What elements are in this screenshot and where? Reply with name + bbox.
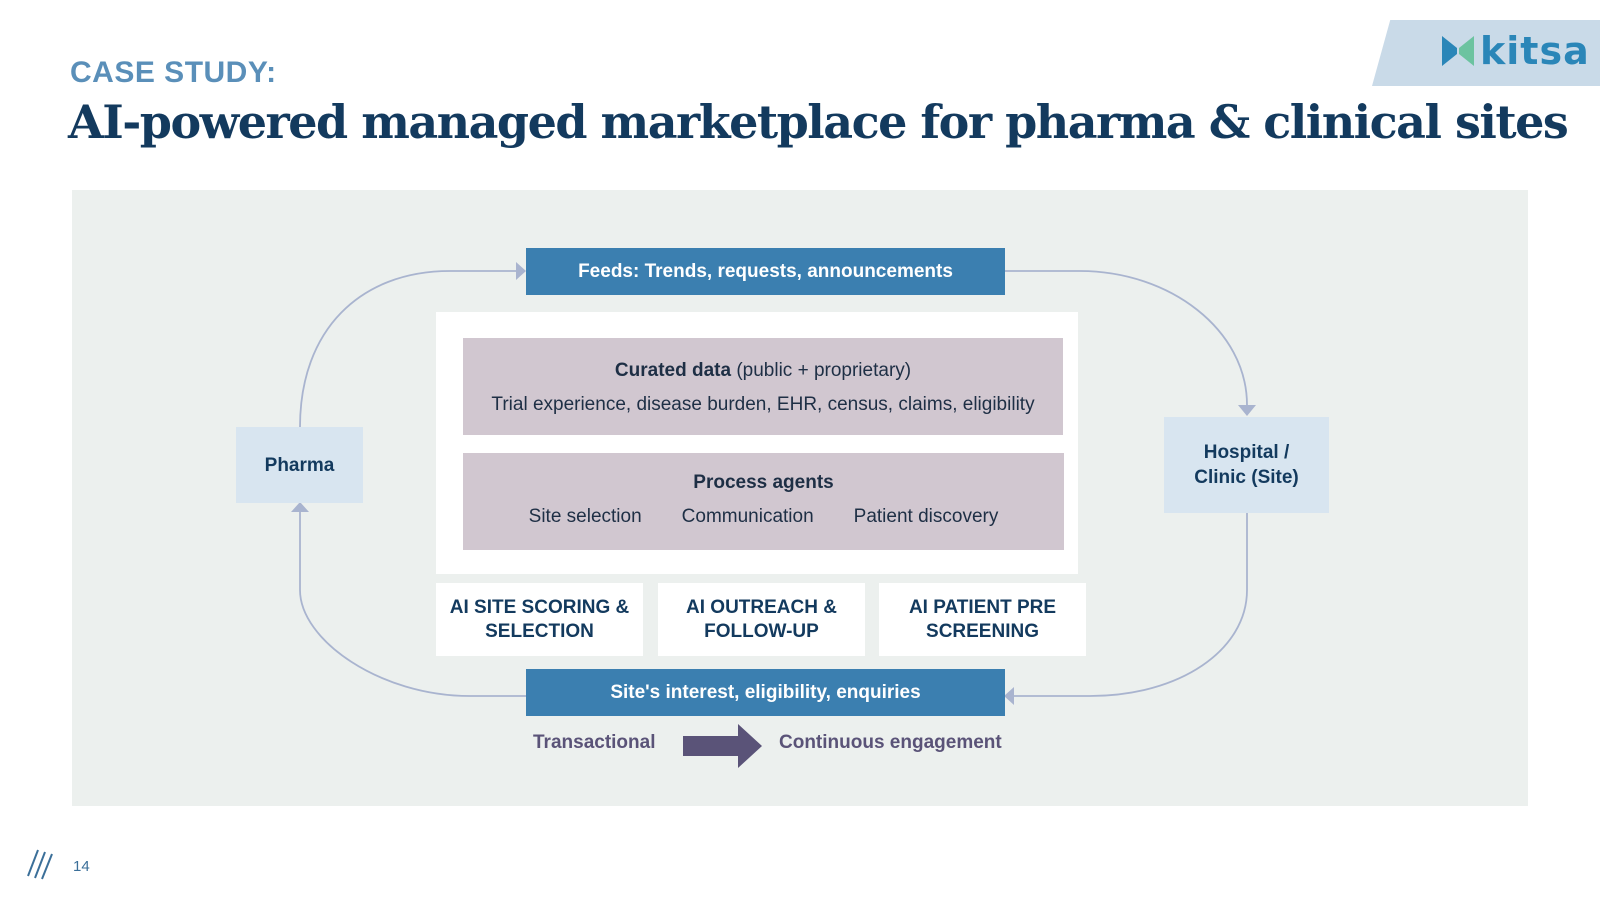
continuous-engagement-label: Continuous engagement [779,732,1002,753]
process-agents-box: Process agents Site selection Communicat… [463,453,1064,550]
connector-feeds-to-hospital [1005,270,1248,406]
process-agents-title: Process agents [693,472,834,493]
curated-data-heading: Curated data (public + proprietary) [463,360,1063,382]
connector-bottom-to-pharma [299,512,526,697]
slide-title: AI-powered managed marketplace for pharm… [68,95,1569,149]
curated-data-qualifier: (public + proprietary) [731,360,912,381]
agent-patient-discovery: Patient discovery [853,506,999,527]
capability-line: SELECTION [485,620,594,642]
hospital-label-line2: Clinic (Site) [1194,467,1299,488]
curated-data-title: Curated data [614,360,732,381]
connector-pharma-to-feeds [299,270,516,428]
capability-prescreening: AI PATIENT PRE SCREENING [879,583,1086,656]
capability-line: FOLLOW-UP [704,620,819,642]
kitsa-wordmark: kitsa [1480,29,1590,73]
capability-line: AI OUTREACH & [686,596,837,618]
hospital-label-line1: Hospital / [1203,442,1290,463]
transition-arrow-icon [683,724,762,768]
logo-tab [1372,20,1600,86]
transactional-label: Transactional [533,732,656,753]
arrowhead-down-icon [1238,405,1256,416]
capability-outreach: AI OUTREACH & FOLLOW-UP [658,583,865,656]
process-agents-list: Site selection Communication Patient dis… [463,506,1064,528]
hospital-node: Hospital / Clinic (Site) [1164,417,1329,513]
enquiries-bar: Site's interest, eligibility, enquiries [526,669,1005,716]
capability-site-scoring: AI SITE SCORING & SELECTION [436,583,643,656]
feeds-bar: Feeds: Trends, requests, announcements [526,248,1005,295]
kitsa-bowtie-icon [1442,36,1474,66]
kitsa-logo: kitsa [1442,28,1590,74]
arrowhead-right-icon [516,262,526,280]
arrowhead-up-icon [291,502,309,512]
arrowhead-left-icon [1004,687,1014,705]
capability-line: SCREENING [926,620,1039,642]
case-study-kicker: CASE STUDY: [70,56,277,89]
page-number: 14 [73,858,90,875]
capability-line: AI SITE SCORING & [449,596,630,618]
pharma-node: Pharma [236,427,363,503]
curated-data-box: Curated data (public + proprietary) Tria… [463,338,1063,435]
capability-line: AI PATIENT PRE [908,596,1057,618]
agent-site-selection: Site selection [528,506,642,527]
connector-hospital-to-bottom [1014,513,1248,697]
agent-communication: Communication [681,506,814,527]
slide-mark-icon [27,849,53,880]
curated-data-detail: Trial experience, disease burden, EHR, c… [491,394,1035,415]
